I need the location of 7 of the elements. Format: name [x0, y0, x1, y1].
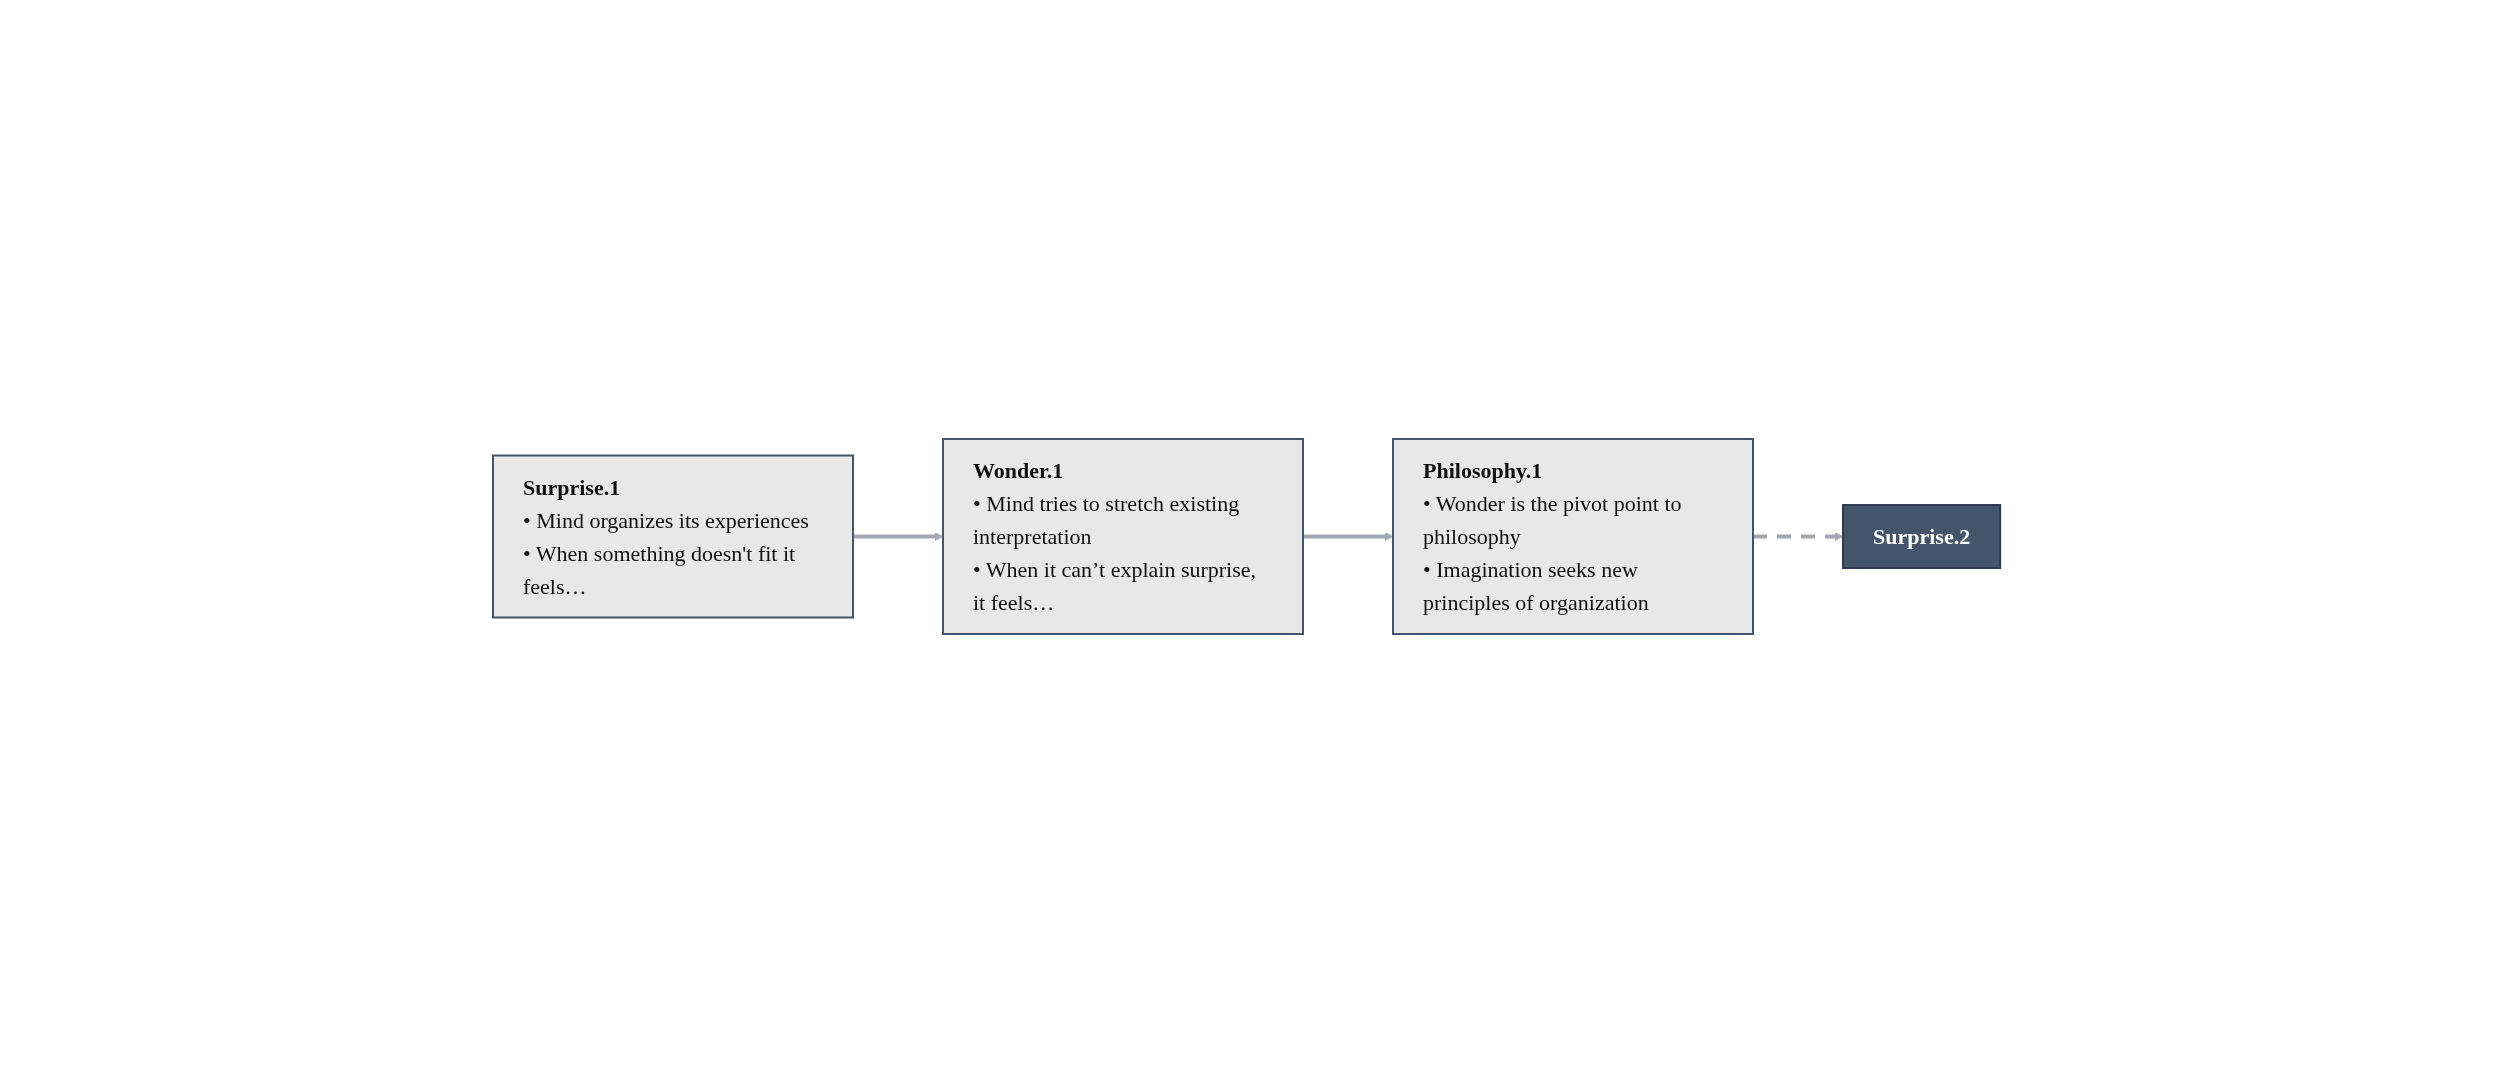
arrow [1303, 532, 1394, 541]
node-box: Wonder.1 • Mind tries to stretch existing interpretation • When it can’t explain surprise, it feels… [942, 438, 1305, 635]
arrow [853, 532, 944, 541]
node-box: Surprise.2 [1842, 504, 2002, 569]
node-box: Philosophy.1 • Wonder is the pivot point to philosophy • Imagination seeks new principles of organization [1392, 438, 1755, 635]
node-box: Surprise.1 • Mind organizes its experiences • When something doesn't fit it feels… [492, 454, 855, 619]
arrow [1753, 532, 1844, 541]
